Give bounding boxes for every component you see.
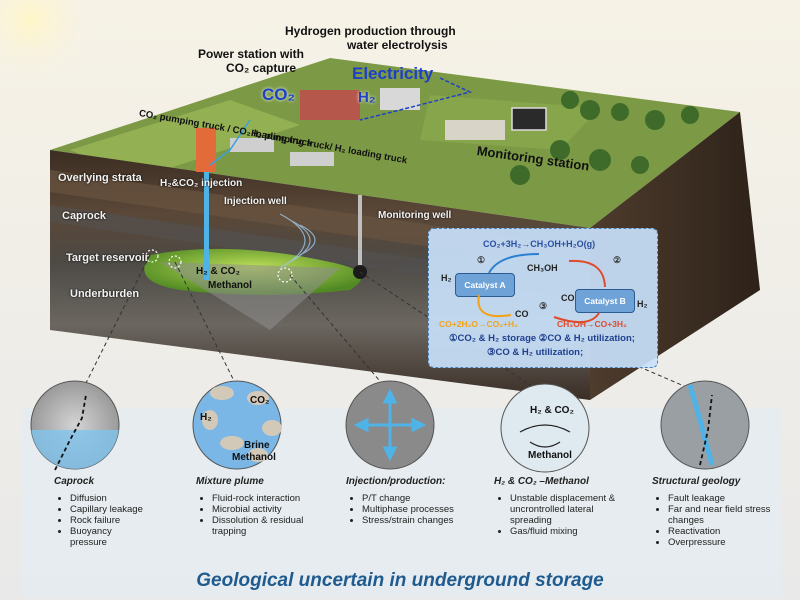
injection-well-pipe [204, 170, 209, 280]
catalyst-reaction-box: CO₂+3H₂→CH₃OH+H₂O(g) ① CH₃OH ② H₂ Cataly… [428, 228, 658, 368]
zone-marker [168, 255, 182, 269]
panel-methanol: H₂ & CO₂ –Methanol Unstable displacement… [494, 476, 624, 537]
injection-well-label: Injection well [224, 196, 287, 207]
panel-item: Diffusion [70, 493, 204, 504]
co-right-label: CO [561, 293, 575, 303]
panel-item: Unstable displacement & uncrontrolled la… [510, 493, 624, 526]
panel-item: Microbial activity [212, 504, 316, 515]
zone-marker [145, 249, 159, 263]
co2-flow [209, 119, 251, 166]
panel-item: Stress/strain changes [362, 515, 456, 526]
trees [510, 91, 699, 185]
h2-label: H₂ [358, 89, 376, 106]
panel-item: Rock failure [70, 515, 204, 526]
panel-item: Fault leakage [668, 493, 772, 504]
panel-item: Dissolution & residual trapping [212, 515, 316, 537]
panel-title: Mixture plume [196, 476, 264, 487]
panel-item: P/T change [362, 493, 456, 504]
panel-item: Buoyancy pressure [70, 526, 150, 548]
electricity-flow [359, 77, 473, 121]
methanol-gas-label: H₂ & CO₂ [530, 405, 574, 416]
panel-item: Fluid-rock interaction [212, 493, 316, 504]
seismic-waves [279, 213, 316, 269]
zone-marker [277, 267, 293, 283]
mixture-methanol-label: Methanol [232, 452, 276, 463]
reservoir-gas-label: H₂ & CO₂ [196, 266, 240, 277]
co2-label: CO₂ [262, 85, 296, 104]
catalyst-b: Catalyst B [575, 289, 635, 313]
step-number-3: ③ [539, 301, 548, 311]
overlying-strata-label: Overlying strata [58, 172, 142, 184]
monitor-screen [511, 107, 547, 131]
reaction-equation-top: CO₂+3H₂→CH₃OH+H₂O(g) [483, 239, 596, 249]
monitoring-well-pipe [358, 195, 362, 275]
panel-item: Reactivation [668, 526, 772, 537]
h2-left-label: H₂ [441, 273, 452, 283]
panel-caprock: Caprock Diffusion Capillary leakage Rock… [54, 476, 204, 548]
truck [230, 138, 274, 152]
panel-title: Structural geology [652, 476, 741, 487]
h2-right-label: H₂ [637, 299, 648, 309]
methanol-inset-label: Methanol [528, 450, 572, 461]
diagram-title: Geological uncertain in underground stor… [196, 570, 604, 591]
injection-label: H₂&CO₂ injection [160, 178, 243, 189]
step-number-1: ① [477, 255, 486, 265]
electrolysis-plant [380, 88, 420, 110]
utilization-line: ③CO & H₂ utilization; [487, 347, 584, 358]
co-left-label: CO [515, 309, 529, 319]
electricity-label: Electricity [352, 64, 434, 83]
power-station [300, 90, 360, 120]
monitoring-well-label: Monitoring well [378, 210, 452, 221]
power-station-label: Power station with CO₂ capture [198, 47, 305, 75]
mixture-h2-label: H₂ [200, 412, 212, 423]
reaction-equation-left: CO+2H₂O→CO₂+H₂ [439, 319, 518, 329]
panel-title: Injection/production: [346, 476, 446, 487]
panel-title: H₂ & CO₂ –Methanol [494, 476, 589, 487]
underburden-label: Underburden [70, 288, 140, 300]
hydrogen-production-label: Hydrogen production through water electr… [285, 24, 456, 52]
target-reservoir-label: Target reservoir [66, 252, 149, 264]
panel-structural-geology: Structural geology Fault leakage Far and… [652, 476, 772, 548]
panel-item: Overpressure [668, 537, 772, 548]
reaction-equation-right: CH₃OH→CO+3H₂ [557, 319, 627, 329]
panel-item: Capillary leakage [70, 504, 204, 515]
inset-structural [660, 380, 750, 470]
inset-methanol [500, 383, 590, 473]
monitoring-station-building [445, 120, 505, 140]
panel-item: Gas/fluid mixing [510, 526, 624, 537]
sand-grains [202, 386, 282, 462]
catalyst-cycle-arrows [477, 253, 606, 324]
injection-arrows [353, 388, 427, 462]
panel-title: Caprock [54, 476, 95, 487]
injection-tower [196, 128, 216, 172]
mixture-co2-label: CO₂ [250, 395, 270, 406]
caprock-label: Caprock [62, 210, 107, 222]
truck [290, 152, 334, 166]
catalyst-a: Catalyst A [455, 273, 515, 297]
panel-item: Far and near field stress changes [668, 504, 772, 526]
panel-mixture-plume: Mixture plume Fluid-rock interaction Mic… [196, 476, 316, 537]
mixture-brine-label: Brine [244, 440, 270, 451]
field-patch [70, 100, 300, 178]
panel-injection: Injection/production: P/T change Multiph… [346, 476, 456, 526]
step-number-2: ② [613, 255, 622, 265]
storage-utilization-line: ①CO₂ & H₂ storage ②CO & H₂ utilization; [449, 333, 635, 344]
inset-connectors [79, 254, 706, 396]
ch3oh-label: CH₃OH [527, 263, 558, 273]
reservoir-methanol-label: Methanol [208, 280, 252, 291]
sun-glow [0, 0, 100, 90]
panel-item: Multiphase processes [362, 504, 456, 515]
